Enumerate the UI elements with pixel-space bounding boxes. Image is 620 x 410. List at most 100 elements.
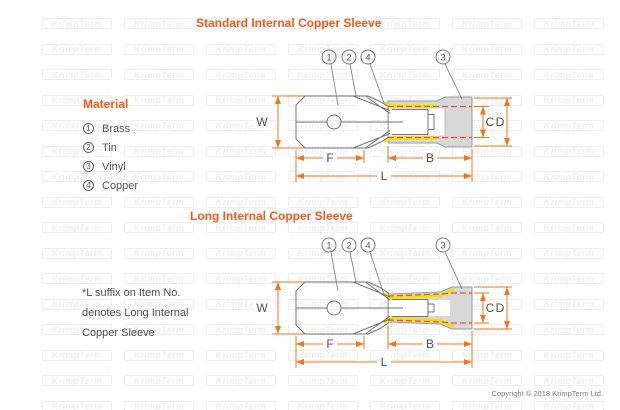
- sleeve-bore: [389, 300, 450, 316]
- watermark: KrimpTerm: [452, 69, 522, 80]
- dim-D-label: D: [496, 301, 505, 315]
- watermark: KrimpTerm: [534, 298, 604, 310]
- watermark: KrimpTerm: [370, 196, 440, 208]
- watermark: KrimpTerm: [534, 43, 604, 55]
- callout-2-num: 2: [346, 241, 351, 252]
- watermark: KrimpTerm: [42, 120, 112, 131]
- watermark: KrimpTerm: [124, 196, 194, 208]
- wire-barrel: [392, 109, 435, 135]
- dim-C-label: C: [486, 115, 495, 129]
- copyright-text: Copyright © 2018 KrimpTerm Ltd.: [491, 389, 603, 398]
- dim-W-label: W: [256, 301, 268, 315]
- watermark: KrimpTerm: [42, 69, 112, 80]
- watermark: KrimpTerm: [42, 222, 112, 233]
- watermark: KrimpTerm: [534, 324, 604, 335]
- watermark: KrimpTerm: [288, 375, 358, 386]
- watermark: KrimpTerm: [534, 18, 604, 29]
- callout-leader-3: [444, 251, 463, 290]
- watermark: KrimpTerm: [534, 349, 604, 361]
- watermark: KrimpTerm: [370, 400, 440, 410]
- watermark: KrimpTerm: [42, 196, 112, 208]
- note-line-3: Copper Sleeve: [82, 327, 155, 339]
- watermark: KrimpTerm: [124, 145, 194, 157]
- dim-L-label: L: [381, 355, 388, 369]
- watermark: KrimpTerm: [206, 145, 276, 157]
- material-label-brass: Brass: [102, 122, 131, 135]
- watermark: KrimpTerm: [124, 43, 194, 55]
- material-item-copper: 4 Copper: [83, 176, 138, 195]
- dim-B-label: B: [426, 337, 434, 351]
- watermark: KrimpTerm: [534, 196, 604, 208]
- watermark: KrimpTerm: [452, 43, 522, 55]
- material-label-copper: Copper: [102, 179, 139, 192]
- long-diagram-title: Long Internal Copper Sleeve: [190, 209, 353, 223]
- watermark: KrimpTerm: [42, 94, 112, 106]
- callout-4: [360, 237, 376, 253]
- watermark: KrimpTerm: [370, 222, 440, 233]
- watermark: KrimpTerm: [124, 171, 194, 182]
- watermark: KrimpTerm: [370, 324, 440, 335]
- long-sleeve-note: *L suffix on Item No. denotes Long Inter…: [82, 283, 188, 343]
- watermark: KrimpTerm: [452, 400, 522, 410]
- watermark: KrimpTerm: [206, 196, 276, 208]
- callout-3: [435, 49, 451, 65]
- watermark: KrimpTerm: [124, 69, 194, 80]
- watermark: KrimpTerm: [534, 120, 604, 131]
- callout-leader-4: [369, 63, 385, 104]
- callout-4-num: 4: [365, 53, 370, 64]
- callout-leader-2: [349, 63, 357, 96]
- watermark: KrimpTerm: [42, 298, 112, 310]
- dim-F-label: F: [326, 337, 333, 351]
- watermark: KrimpTerm: [206, 43, 276, 55]
- long-diagram: 1 2 4 3 W F B L: [254, 237, 512, 369]
- watermark: KrimpTerm: [452, 18, 522, 29]
- watermark: KrimpTerm: [370, 69, 440, 80]
- callout-1-num: 1: [326, 53, 331, 64]
- watermark: KrimpTerm: [288, 94, 358, 106]
- watermark: KrimpTerm: [124, 222, 194, 233]
- watermark: KrimpTerm: [452, 222, 522, 233]
- callout-1: [321, 49, 337, 65]
- watermark: KrimpTerm: [206, 375, 276, 386]
- tab-hole: [326, 300, 342, 316]
- dim-D-label: D: [496, 115, 505, 129]
- crimp-transition: [352, 281, 391, 335]
- dim-F-label: F: [326, 151, 333, 165]
- watermark: KrimpTerm: [206, 400, 276, 410]
- watermark: KrimpTerm: [452, 349, 522, 361]
- material-item-tin: 2 Tin: [83, 138, 138, 157]
- watermark: KrimpTerm: [206, 18, 276, 29]
- standard-diagram: 1 2 4 3 W F B L: [254, 49, 512, 183]
- watermark: KrimpTerm: [370, 375, 440, 386]
- watermark: KrimpTerm: [534, 171, 604, 182]
- watermark: KrimpTerm: [534, 94, 604, 106]
- watermark: KrimpTerm: [124, 18, 194, 29]
- watermark: KrimpTerm: [288, 120, 358, 131]
- watermark: KrimpTerm: [288, 400, 358, 410]
- watermark: KrimpTerm: [124, 375, 194, 386]
- callout-3: [435, 237, 451, 253]
- callout-leader-1: [330, 251, 339, 292]
- watermark: KrimpTerm: [452, 273, 522, 284]
- watermark: KrimpTerm: [124, 120, 194, 131]
- watermark: KrimpTerm: [288, 273, 358, 284]
- watermark: KrimpTerm: [534, 222, 604, 233]
- callout-2-num: 2: [346, 53, 351, 64]
- watermark: KrimpTerm: [42, 349, 112, 361]
- watermark: KrimpTerm: [370, 18, 440, 29]
- watermark: KrimpTerm: [42, 18, 112, 29]
- material-label-vinyl: Vinyl: [102, 160, 126, 173]
- callout-2: [341, 49, 357, 65]
- watermark: KrimpTerm: [124, 247, 194, 259]
- watermark: KrimpTerm: [42, 273, 112, 284]
- callout-2: [341, 237, 357, 253]
- watermark: KrimpTerm: [206, 273, 276, 284]
- crimp-transition: [352, 95, 391, 149]
- watermark: KrimpTerm: [124, 273, 194, 284]
- standard-diagram-title: Standard Internal Copper Sleeve: [196, 16, 382, 30]
- material-label-tin: Tin: [102, 141, 117, 154]
- watermark: KrimpTerm: [42, 324, 112, 335]
- watermark: KrimpTerm: [124, 94, 194, 106]
- watermark: KrimpTerm: [124, 400, 194, 410]
- dim-C-label: C: [486, 301, 495, 315]
